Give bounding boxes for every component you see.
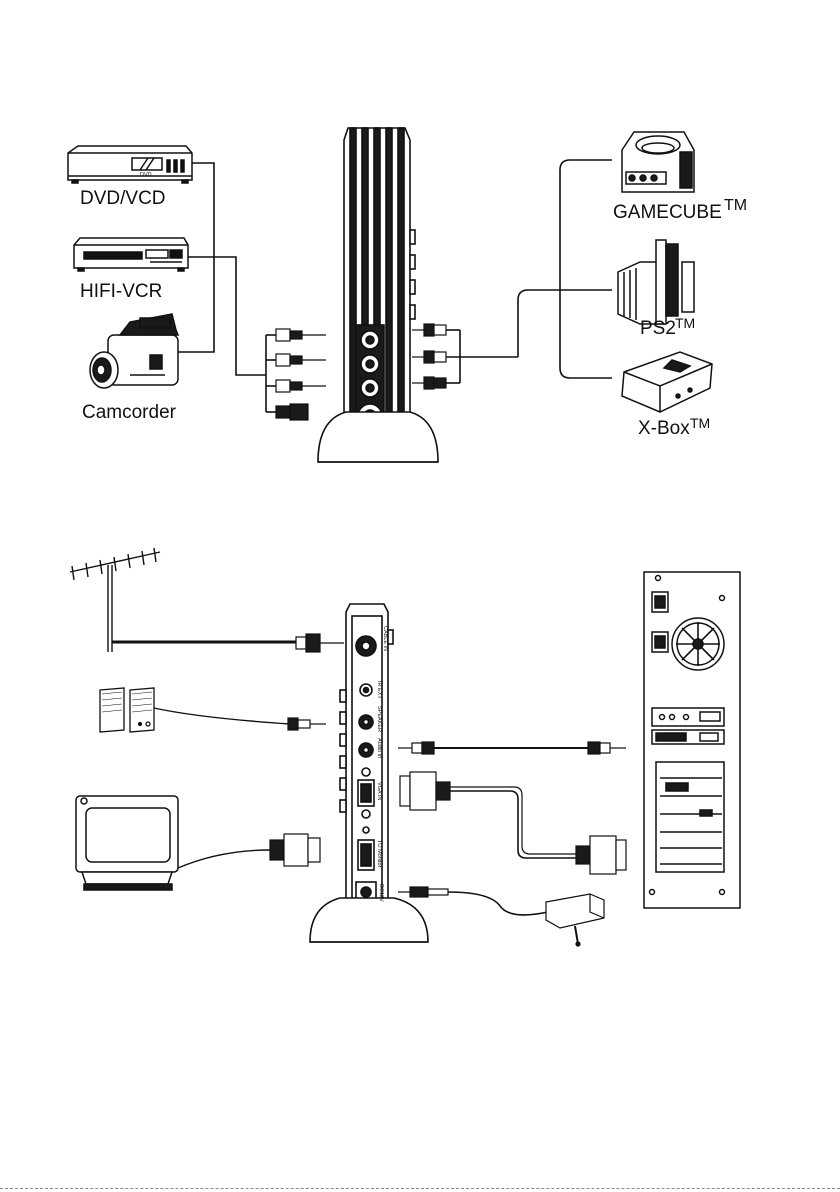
monitor-cable bbox=[178, 850, 270, 868]
source-cables bbox=[178, 163, 276, 412]
camcorder-label: Camcorder bbox=[82, 402, 177, 423]
speaker-plug bbox=[288, 718, 326, 730]
page-bottom-rule bbox=[0, 1188, 840, 1189]
converter-front-view bbox=[318, 128, 438, 462]
audio-cable bbox=[398, 742, 626, 754]
monitor-vga-plug bbox=[270, 834, 320, 866]
xbox-tm: TM bbox=[690, 415, 710, 431]
vga-in-label: VGA IN bbox=[376, 782, 382, 800]
dc-label: DC12V bbox=[378, 884, 384, 902]
audio-in-label: Audio In bbox=[376, 738, 382, 758]
vcr bbox=[74, 238, 188, 271]
power-adapter bbox=[398, 887, 604, 946]
console-cables bbox=[446, 160, 612, 383]
speaker-label: SPEAKER bbox=[376, 706, 382, 732]
vga-cable bbox=[400, 772, 626, 874]
ps2-tm: TM bbox=[675, 315, 695, 331]
ps2-label: PS2 bbox=[640, 318, 676, 339]
speakers bbox=[100, 688, 154, 732]
dvd-label: DVD/VCD bbox=[80, 188, 166, 209]
speaker-cable bbox=[154, 708, 290, 724]
antenna bbox=[70, 548, 296, 652]
left-rca-plugs bbox=[276, 329, 326, 420]
xbox-label: X-Box bbox=[638, 418, 690, 439]
ps2 bbox=[618, 240, 694, 324]
gamecube-tm: TM bbox=[724, 197, 747, 214]
right-rca-plugs bbox=[412, 324, 446, 389]
gamecube-label: GAMECUBE bbox=[613, 202, 722, 223]
gamecube bbox=[622, 132, 694, 192]
camcorder bbox=[90, 314, 178, 388]
pc-tower bbox=[644, 572, 740, 908]
to-monitor-label: TO Monitor bbox=[376, 840, 382, 868]
cable-in-label: CABLE IN bbox=[382, 626, 388, 651]
dvd-panel-text: DVD bbox=[140, 172, 152, 178]
vcr-label: HIFI-VCR bbox=[80, 281, 162, 302]
dvd-player bbox=[68, 146, 192, 183]
ir-ext-label: IR EXT bbox=[376, 681, 382, 699]
xbox bbox=[622, 352, 712, 412]
coax-plug bbox=[296, 634, 344, 652]
crt-monitor bbox=[76, 796, 178, 890]
